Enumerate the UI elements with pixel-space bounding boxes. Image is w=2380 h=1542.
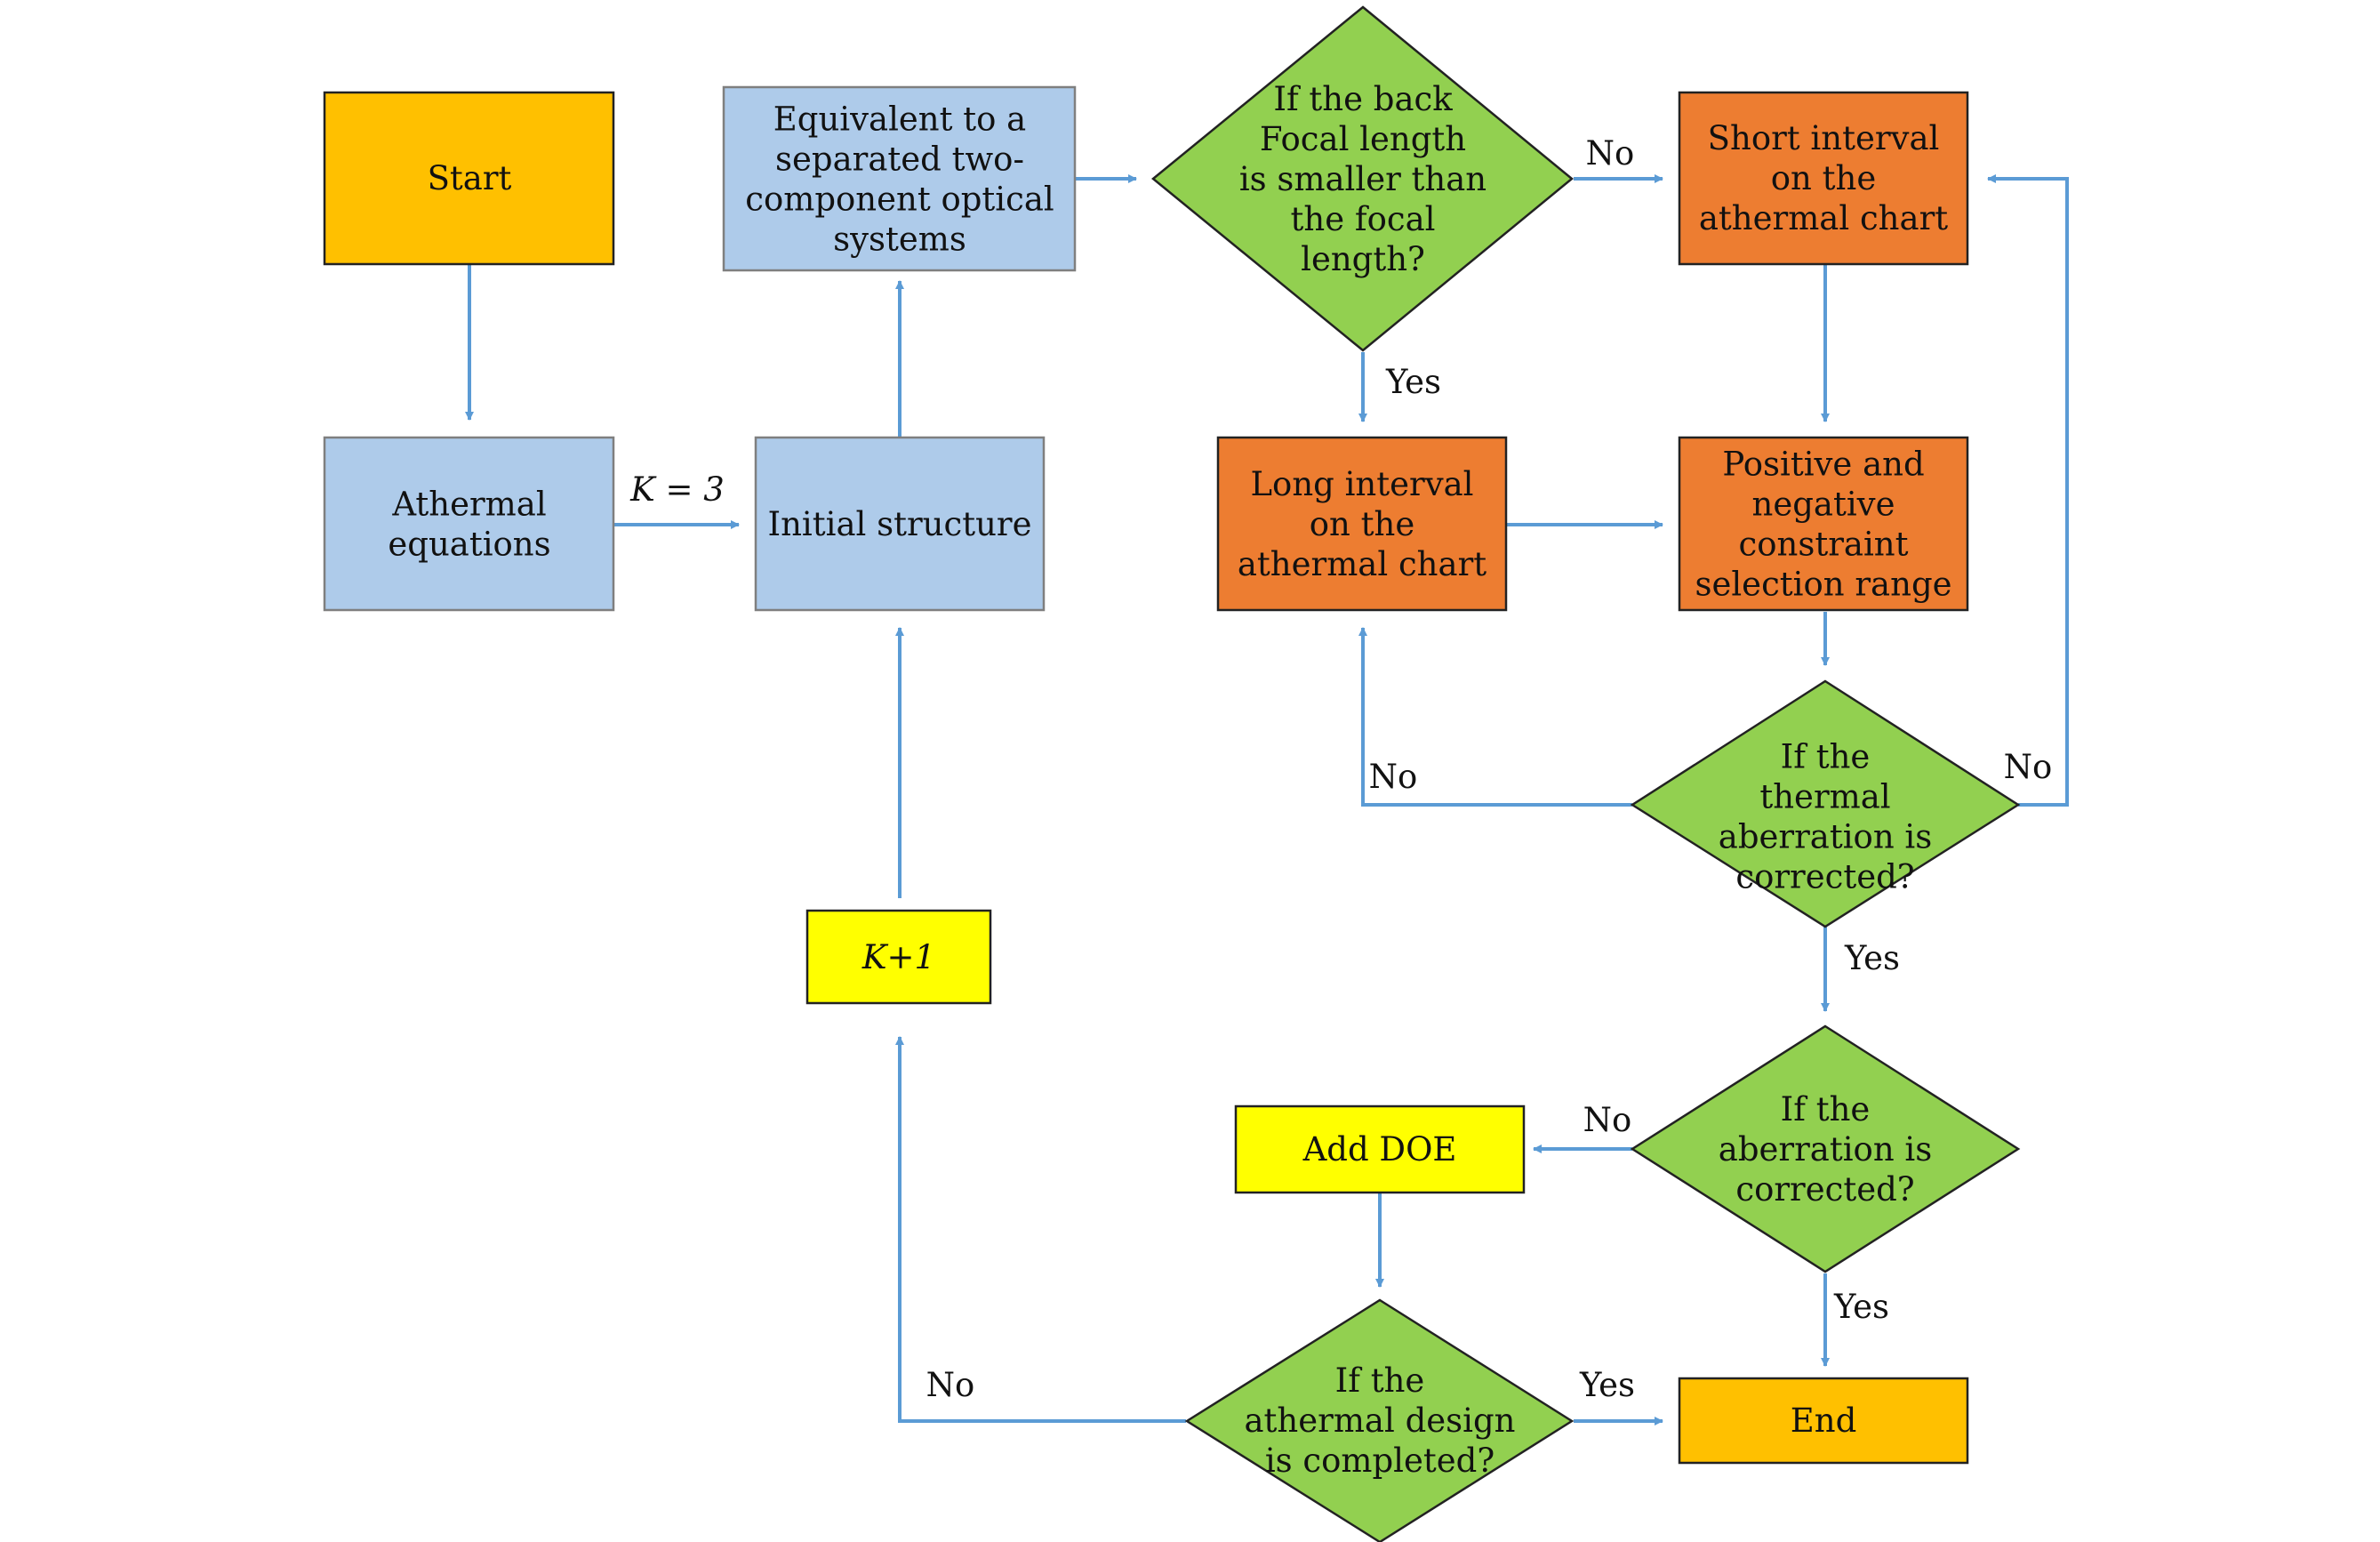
- node-text-line: Initial structure: [767, 505, 1031, 543]
- equivalent-box: [722, 85, 1077, 272]
- node-text-line: equations: [388, 526, 550, 564]
- label-aberration-yes: Yes: [1833, 1288, 1889, 1326]
- node-text-line: Long interval: [1250, 465, 1473, 503]
- node-text-line: is completed?: [1265, 1442, 1495, 1480]
- node-text-line: thermal: [1759, 778, 1890, 816]
- node-text-line: athermal chart: [1699, 199, 1948, 237]
- node-text-line: Short interval: [1708, 119, 1940, 157]
- node-text-line: If the: [1781, 738, 1871, 776]
- decision-aberration-diamond: [1630, 1024, 2021, 1273]
- node-text-line: on the: [1310, 505, 1414, 543]
- k-plus-1-text: K+1: [861, 938, 935, 976]
- node-text-line: K+1: [861, 938, 935, 976]
- node-text-line: Focal length: [1260, 120, 1466, 158]
- constraint-range-box: [1678, 436, 1969, 612]
- node-text-line: negative: [1752, 486, 1895, 524]
- node-text-line: Equivalent to a: [773, 100, 1026, 139]
- node-text-line: on the: [1771, 159, 1876, 197]
- node-text-line: Add DOE: [1302, 1130, 1457, 1169]
- connectors: [465, 174, 2069, 1426]
- initial-structure-box: [754, 436, 1046, 612]
- decision-thermal-diamond: [1630, 679, 2021, 928]
- node-text-line: If the back: [1273, 80, 1453, 118]
- k-plus-1-box: [805, 909, 992, 1005]
- node-text-line: component optical: [745, 181, 1054, 219]
- label-thermal-no-left: No: [1369, 758, 1418, 796]
- edge-thermal-no-to-long: [1358, 627, 1632, 807]
- label-k3: K = 3: [629, 470, 725, 509]
- node-text-line: length?: [1301, 240, 1425, 278]
- label-aberration-no: No: [1583, 1101, 1632, 1139]
- node-text-line: is smaller than: [1239, 160, 1486, 198]
- add-doe-box: [1234, 1104, 1526, 1194]
- node-text-line: selection range: [1695, 566, 1951, 604]
- node-text-line: aberration is: [1719, 818, 1932, 856]
- node-text-line: Athermal: [391, 486, 546, 524]
- start-text: Start: [428, 159, 512, 197]
- node-text-line: athermal chart: [1238, 545, 1486, 583]
- long-interval-box: [1216, 436, 1508, 612]
- node-text-line: End: [1791, 1401, 1857, 1440]
- label-thermal-no-right: No: [2004, 748, 2053, 786]
- node-text-line: constraint: [1739, 526, 1909, 564]
- label-focal-yes: Yes: [1385, 363, 1441, 401]
- decision-back-focal-diamond: [1151, 5, 1574, 352]
- node-text-line: athermal design: [1245, 1401, 1516, 1440]
- node-text-line: separated two-: [775, 141, 1024, 179]
- initial-structure-text: Initial structure: [767, 505, 1031, 543]
- node-text-line: systems: [833, 221, 966, 259]
- add-doe-text: Add DOE: [1302, 1130, 1457, 1169]
- short-interval-box: [1678, 91, 1969, 266]
- node-text-line: the focal: [1291, 200, 1436, 238]
- node-text-line: If the: [1335, 1361, 1425, 1400]
- edge-labels: K = 3 No Yes No No Yes No Yes No Yes: [629, 134, 2052, 1404]
- end-box: [1678, 1377, 1969, 1465]
- edge-thermal-no-to-short: [1987, 174, 2069, 807]
- athermal-equations-box: [323, 436, 615, 612]
- label-thermal-yes: Yes: [1844, 939, 1900, 977]
- label-completed-no: No: [926, 1366, 975, 1404]
- node-text-line: If the: [1781, 1090, 1871, 1128]
- end-text: End: [1791, 1401, 1857, 1440]
- node-text-line: aberration is: [1719, 1130, 1932, 1169]
- node-text-line: Start: [428, 159, 512, 197]
- node-text-line: Positive and: [1722, 446, 1924, 484]
- label-focal-no: No: [1586, 134, 1635, 173]
- node-text-line: corrected?: [1735, 1170, 1914, 1209]
- decision-completed-diamond: [1184, 1298, 1575, 1542]
- edge-completed-no-to-k: [895, 1036, 1186, 1423]
- start-box: [323, 91, 615, 266]
- label-completed-yes: Yes: [1579, 1366, 1635, 1404]
- node-text-line: corrected?: [1735, 858, 1914, 896]
